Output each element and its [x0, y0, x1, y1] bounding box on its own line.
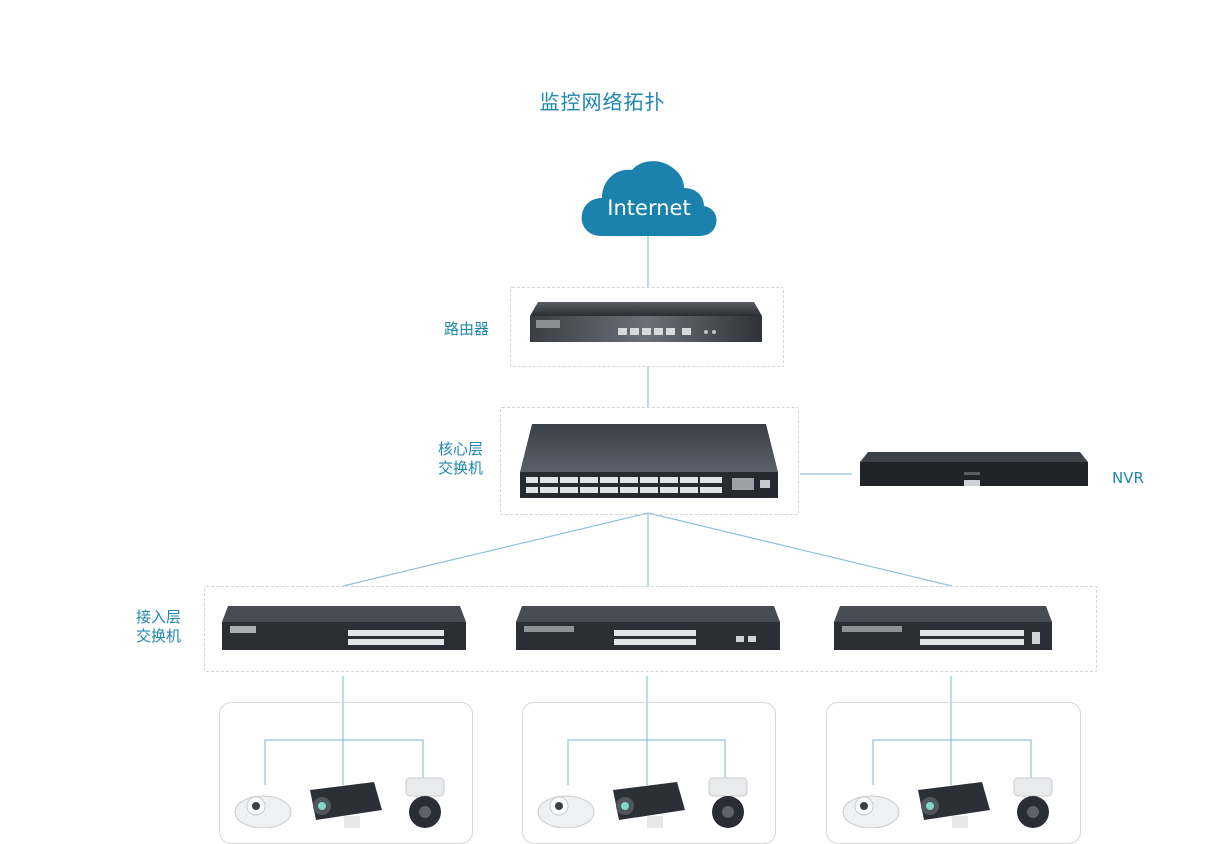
access-switch-1-icon	[222, 606, 466, 650]
camera-bus-3	[872, 739, 1032, 785]
access-switch-label: 接入层 交换机	[136, 608, 181, 646]
page-title: 监控网络拓扑	[539, 90, 666, 114]
ptz-camera-icon	[708, 777, 748, 828]
internet-cloud-icon	[581, 161, 717, 236]
bullet-camera-icon	[310, 782, 382, 828]
access-switch-2-icon	[516, 606, 780, 650]
access-switch-3-icon	[834, 606, 1052, 650]
core-switch-device-icon	[520, 424, 778, 498]
ptz-camera-icon	[1013, 777, 1053, 828]
line-core-access-1	[342, 512, 649, 587]
dome-camera-icon	[842, 795, 900, 828]
core-switch-label: 核心层 交换机	[438, 440, 483, 478]
dome-camera-icon	[537, 795, 595, 828]
core-switch-label-line2: 交换机	[438, 459, 484, 477]
access-switch-frame	[204, 586, 1097, 672]
core-switch-label-line1: 核心层	[438, 440, 484, 458]
bullet-camera-icon	[918, 782, 990, 828]
router-device-icon	[530, 302, 762, 342]
router-label: 路由器	[444, 320, 490, 338]
connection-lines	[264, 232, 1032, 785]
ptz-camera-icon	[405, 777, 445, 828]
camera-bus-2	[567, 739, 726, 785]
access-switch-label-line2: 交换机	[136, 627, 182, 645]
dome-camera-icon	[234, 795, 292, 828]
nvr-device-icon	[860, 452, 1088, 486]
core-switch-frame	[500, 407, 799, 515]
access-switch-label-line1: 接入层	[136, 608, 182, 626]
bullet-camera-icon	[613, 782, 685, 828]
internet-label: Internet	[607, 196, 691, 220]
line-core-access-3	[647, 512, 953, 587]
camera-bus-1	[264, 739, 424, 785]
router-frame	[510, 287, 784, 367]
nvr-label: NVR	[1112, 469, 1144, 487]
